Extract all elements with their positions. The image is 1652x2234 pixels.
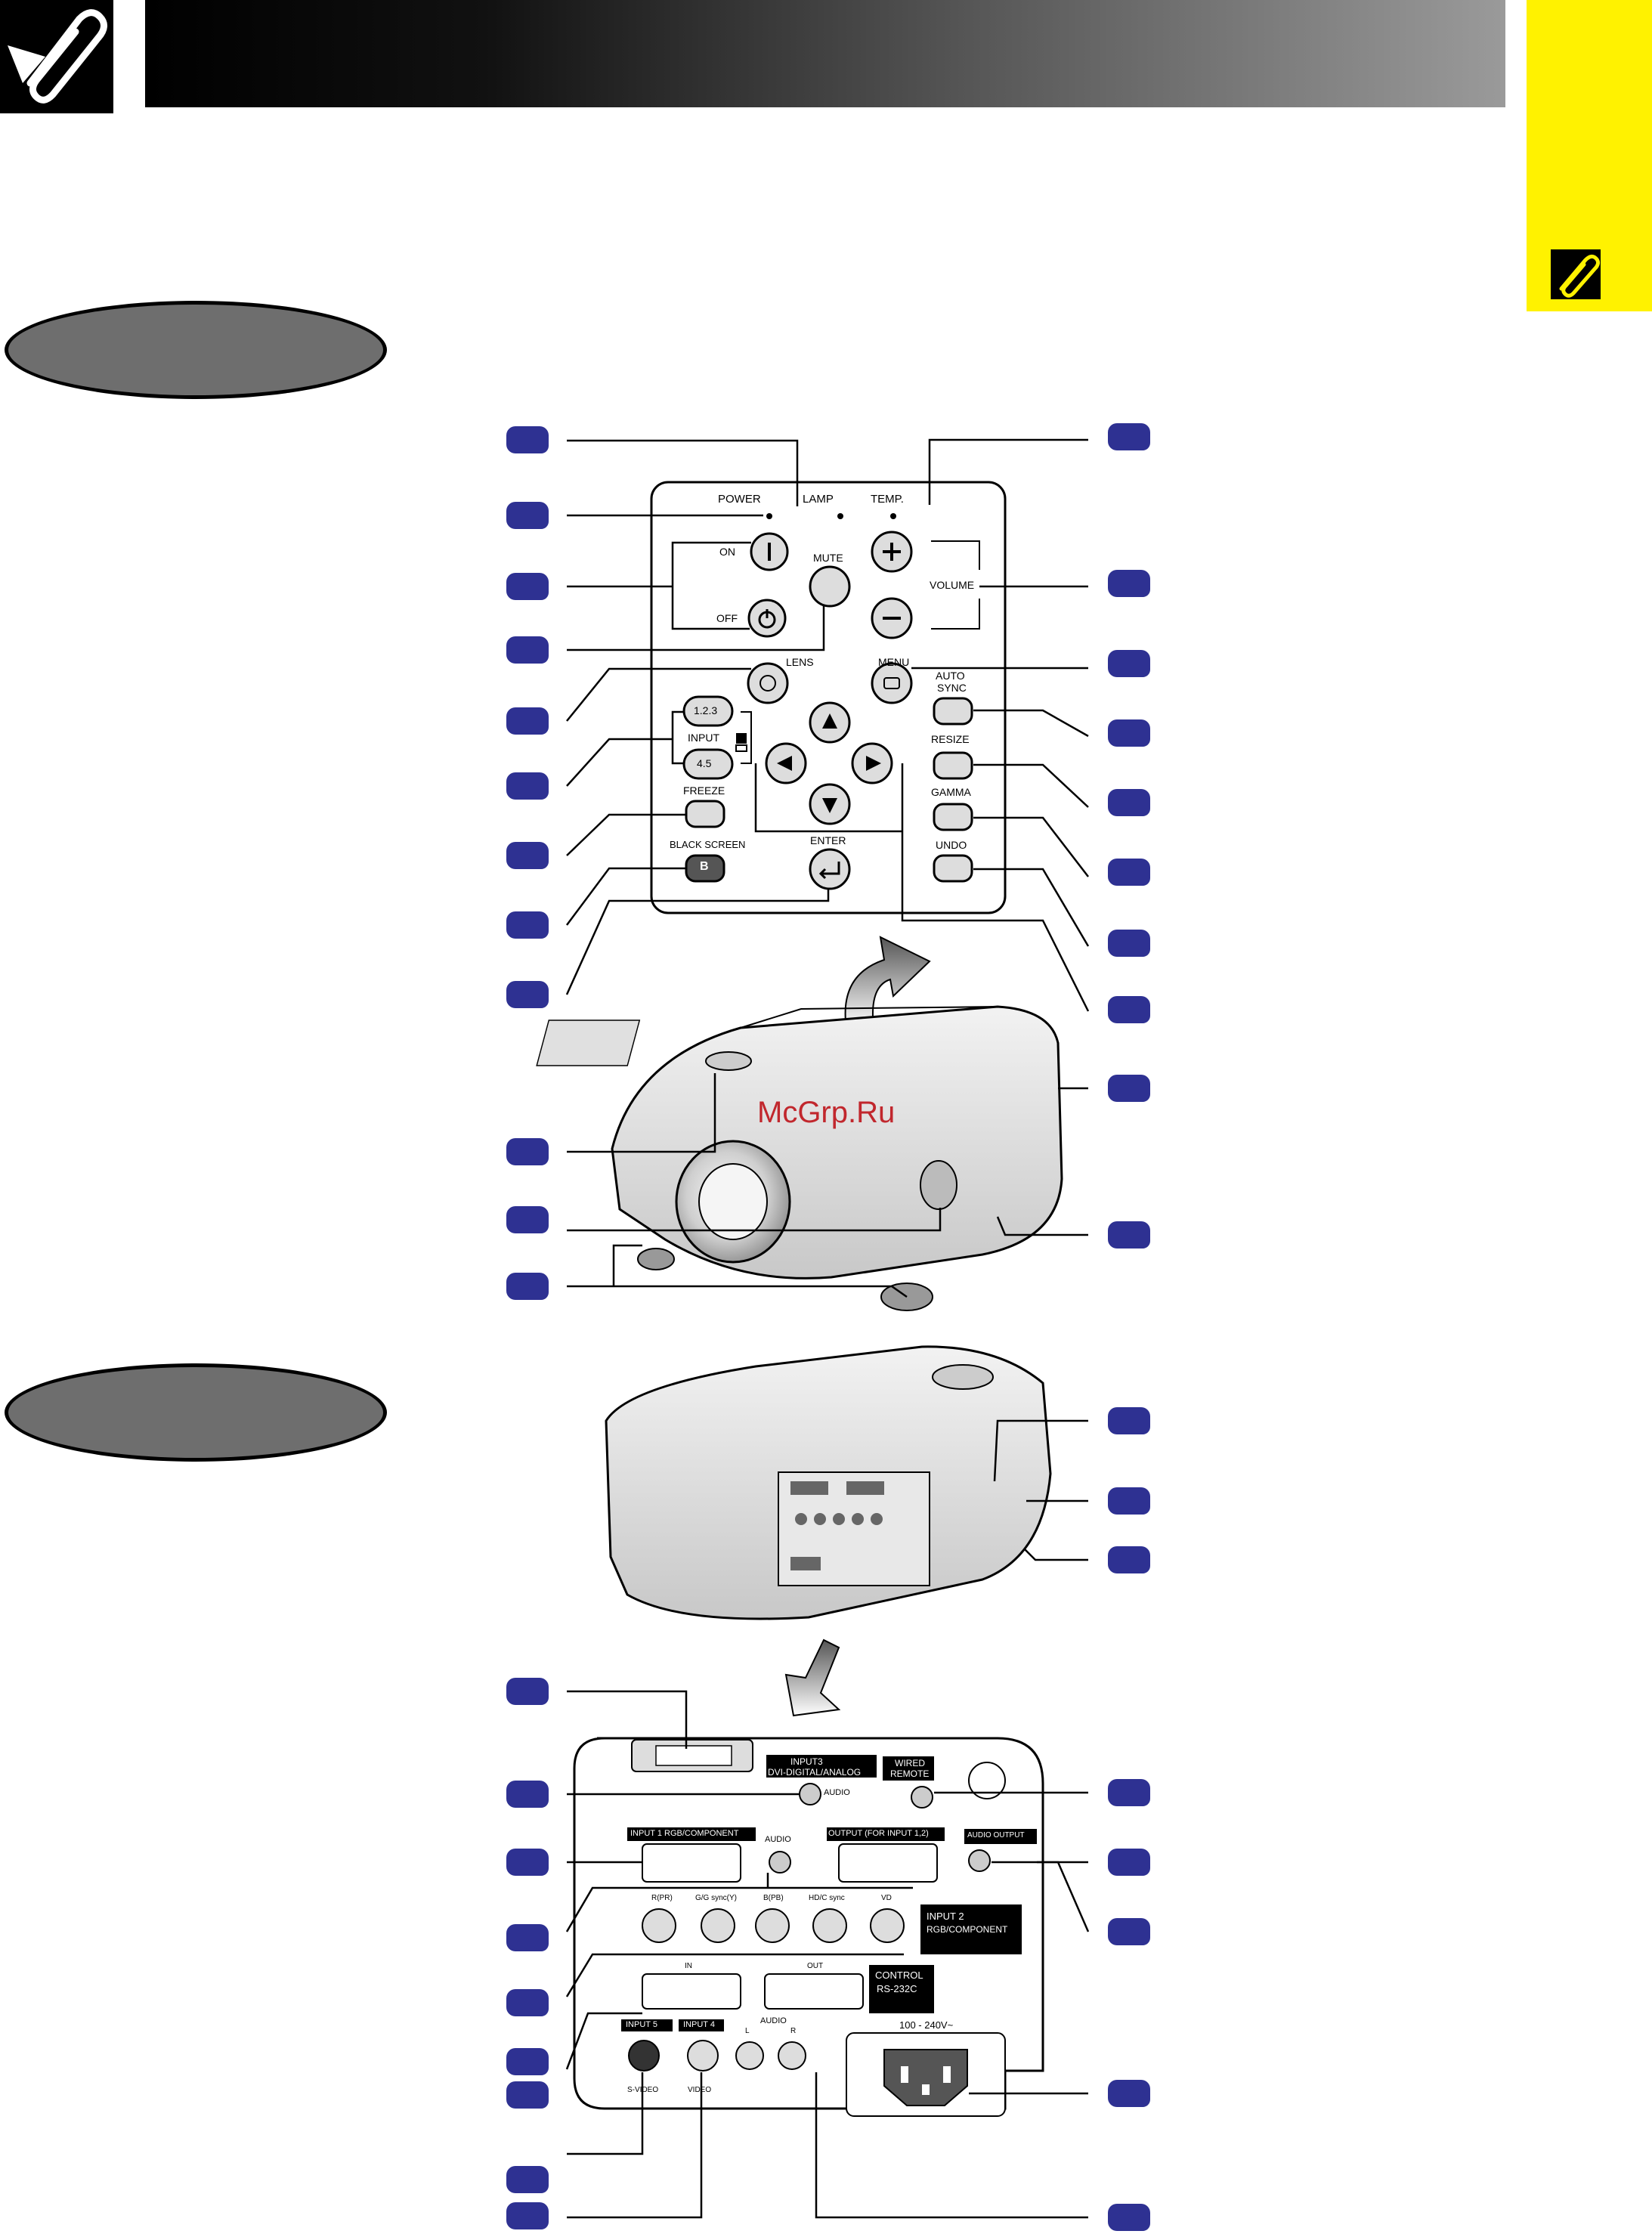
callout-badge — [1108, 1918, 1150, 1945]
input2-sub-label: RGB/COMPONENT — [927, 1924, 1008, 1935]
callout-badge — [1108, 996, 1150, 1023]
callout-badge — [506, 2048, 549, 2075]
callout-badge — [1108, 1407, 1150, 1434]
audio-output-label: AUDIO OUTPUT — [967, 1831, 1025, 1839]
callout-badge — [506, 2081, 549, 2109]
input-label: INPUT — [688, 732, 719, 744]
callout-badge — [1108, 1075, 1150, 1102]
menu-button-label: MENU — [878, 656, 910, 668]
callout-badge — [1108, 719, 1150, 747]
off-button-label: OFF — [716, 612, 738, 624]
callout-badge — [506, 1849, 549, 1876]
callout-badge — [1108, 2204, 1150, 2231]
video-label: VIDEO — [688, 2086, 712, 2094]
input-45-label: 4.5 — [697, 757, 712, 769]
callout-badge — [1108, 1779, 1150, 1806]
input2-label: INPUT 2 — [927, 1911, 964, 1922]
callout-badge — [1108, 789, 1150, 816]
callout-badge — [506, 1273, 549, 1300]
callout-badge — [506, 842, 549, 869]
callout-badge — [506, 772, 549, 800]
callout-badge — [1108, 1221, 1150, 1249]
callout-badge — [506, 1781, 549, 1808]
callout-badge — [1108, 423, 1150, 450]
callout-badge — [1108, 859, 1150, 886]
paperclip-tab-icon — [1551, 249, 1601, 299]
control-label: CONTROL — [875, 1969, 923, 1981]
section-heading-pill — [5, 1363, 387, 1462]
callout-badge — [1108, 570, 1150, 597]
callout-badge — [506, 707, 549, 735]
section-heading-pill — [5, 301, 387, 399]
temp-indicator-label: TEMP. — [871, 493, 904, 506]
output-label: OUTPUT (FOR INPUT 1,2) — [828, 1829, 929, 1838]
callout-badge — [506, 2166, 549, 2193]
input1-audio-label: AUDIO — [765, 1835, 791, 1844]
header-bar — [145, 0, 1505, 107]
callout-badge — [506, 502, 549, 529]
input4-label: INPUT 4 — [683, 2020, 715, 2029]
callout-badge — [1108, 1487, 1150, 1515]
callout-badge — [506, 1206, 549, 1233]
auto-sync-label-2: SYNC — [937, 682, 967, 694]
rs232c-label: RS-232C — [877, 1983, 917, 1994]
bnc-label-g: G/G sync(Y) — [695, 1894, 738, 1902]
enter-button-label: ENTER — [810, 834, 846, 846]
callout-badge — [506, 1678, 549, 1705]
lamp-indicator-label: LAMP — [803, 493, 834, 506]
power-indicator-label: POWER — [718, 493, 761, 506]
auto-sync-label-1: AUTO — [936, 670, 965, 682]
on-button-label: ON — [719, 546, 735, 558]
resize-button-label: RESIZE — [931, 733, 970, 745]
voltage-label: 100 - 240V~ — [899, 2019, 954, 2031]
gamma-button-label: GAMMA — [931, 786, 971, 798]
bnc-label-r: R(PR) — [651, 1894, 673, 1902]
input3-audio-label: AUDIO — [824, 1788, 850, 1797]
watermark: McGrp.Ru — [757, 1096, 896, 1129]
bnc-label-b: B(PB) — [763, 1894, 784, 1902]
callout-badge — [506, 426, 549, 453]
wired-remote-label-2: REMOTE — [890, 1768, 930, 1779]
callout-badge — [506, 1924, 549, 1951]
bnc-label-vd: VD — [881, 1894, 892, 1902]
input1-label: INPUT 1 RGB/COMPONENT — [630, 1829, 739, 1838]
paperclip-icon — [0, 0, 113, 113]
black-screen-label: BLACK SCREEN — [670, 839, 746, 850]
callout-badge — [506, 1138, 549, 1165]
wired-remote-label-1: WIRED — [895, 1758, 925, 1768]
audio-r-label: R — [790, 2027, 797, 2035]
callout-badge — [506, 573, 549, 600]
callout-badge — [1108, 930, 1150, 957]
mute-button-label: MUTE — [813, 552, 843, 564]
callout-badge — [1108, 1546, 1150, 1573]
rs232-in-label: IN — [685, 1962, 692, 1970]
callout-badge — [506, 981, 549, 1008]
callout-badge — [1108, 2080, 1150, 2107]
callout-badge — [506, 2202, 549, 2229]
input5-label: INPUT 5 — [626, 2020, 657, 2029]
lens-button-label: LENS — [786, 656, 814, 668]
callout-badge — [506, 1989, 549, 2016]
callout-badge — [506, 636, 549, 664]
input3-sub-label: DVI-DIGITAL/ANALOG — [768, 1767, 862, 1778]
callout-badge — [1108, 1849, 1150, 1876]
freeze-button-label: FREEZE — [683, 784, 725, 797]
callout-badge — [1108, 650, 1150, 677]
input-123-label: 1.2.3 — [694, 704, 718, 716]
callout-badge — [506, 911, 549, 939]
input3-label: INPUT3 — [790, 1756, 823, 1767]
rs232-out-label: OUT — [807, 1962, 824, 1970]
undo-button-label: UNDO — [936, 839, 967, 851]
bnc-label-hd: HD/C sync — [809, 1894, 845, 1902]
volume-button-label: VOLUME — [930, 579, 975, 591]
black-screen-glyph: B — [700, 860, 709, 873]
svideo-label: S-VIDEO — [627, 2086, 659, 2094]
audio-l-label: L — [745, 2027, 750, 2035]
audio-lr-label: AUDIO — [760, 2016, 787, 2025]
